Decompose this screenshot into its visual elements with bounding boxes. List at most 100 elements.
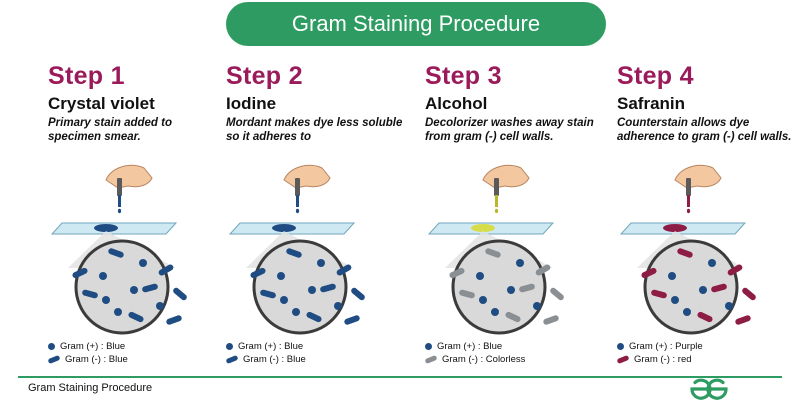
gram-positive-cell [102,296,110,304]
step-4-panel: Step 4 Safranin Counterstain allows dye … [616,58,800,368]
gram-negative-cell [72,267,88,279]
gram-positive-cell [308,286,316,294]
staining-illustration [427,164,564,335]
legend-positive: Gram (+) : Blue [226,341,303,352]
step-description: Decolorizer washes away stain from gram … [425,117,594,143]
gram-positive-cell [699,286,707,294]
gram-positive-marker-icon [425,343,432,350]
step-1-panel: Step 1 Crystal violet Primary stain adde… [47,58,238,368]
step-label: Step 2 [226,62,303,90]
dropper-tube-icon [495,195,498,207]
gram-negative-cell [82,289,98,299]
gram-negative-cell [459,289,475,299]
gram-positive-cell [683,308,691,316]
gram-positive-cell [130,286,138,294]
gram-positive-cell [516,259,524,267]
stain-drop-icon [295,208,300,214]
gram-positive-cell [708,259,716,267]
gram-negative-cell [449,267,465,279]
gram-positive-cell [491,308,499,316]
legend-negative: Gram (-) : Blue [225,354,306,365]
gram-negative-marker-icon [225,354,239,365]
step-2-panel: Step 2 Iodine Mordant makes dye less sol… [225,58,416,368]
gram-negative-cell [336,264,352,276]
legend-negative-label: Gram (-) : red [634,354,692,365]
dropper-tube-icon [687,195,690,207]
footer-title: Gram Staining Procedure [28,382,153,394]
gram-negative-cell [286,248,302,258]
gram-negative-cell [142,283,158,293]
gram-negative-cell [535,264,551,276]
gram-negative-cell [651,289,667,299]
gram-negative-cell [173,287,187,301]
step-description: Primary stain added to specimen smear. [48,117,172,143]
gram-negative-cell [485,248,501,258]
gram-positive-cell [277,272,285,280]
gram-positive-cell [156,302,164,310]
gram-positive-cell [533,302,541,310]
gram-negative-cell [543,315,559,325]
gram-negative-marker-icon [616,354,630,365]
gram-positive-cell [292,308,300,316]
stain-drop-icon [686,208,691,214]
step-description: Mordant makes dye less soluble so it adh… [226,117,403,143]
legend-negative-label: Gram (-) : Blue [65,354,128,365]
gram-negative-cell [711,283,727,293]
dropper-bulb-icon [494,178,499,196]
step-3-panel: Step 3 Alcohol Decolorizer washes away s… [424,58,615,368]
gram-positive-marker-icon [48,343,55,350]
footer-divider [18,376,782,378]
dropper-bulb-icon [117,178,122,196]
legend-positive-label: Gram (+) : Blue [437,341,503,352]
page-title: Gram Staining Procedure [226,2,606,46]
legend-negative: Gram (-) : red [616,354,692,365]
gram-positive-cell [334,302,342,310]
legend-negative: Gram (-) : Blue [47,354,128,365]
gram-negative-cell [351,287,365,301]
gram-negative-cell [158,264,174,276]
reagent-name: Crystal violet [48,94,155,113]
hand-icon [674,164,722,189]
gram-positive-cell [668,272,676,280]
legend-positive: Gram (+) : Purple [617,341,703,352]
gram-positive-cell [507,286,515,294]
staining-illustration [228,164,365,335]
gram-positive-cell [476,272,484,280]
gram-negative-cell [320,283,336,293]
gram-negative-cell [519,283,535,293]
step-description: Counterstain allows dye adherence to gra… [617,117,792,143]
legend-positive-label: Gram (+) : Purple [629,341,703,352]
gram-negative-cell [260,289,276,299]
gram-positive-cell [725,302,733,310]
legend-negative: Gram (-) : Colorless [424,354,526,365]
gram-positive-cell [479,296,487,304]
stain-smear-icon [471,224,495,232]
gram-negative-cell [697,311,713,323]
reagent-name: Iodine [226,94,277,113]
geeksforgeeks-logo-icon [690,378,728,400]
step-label: Step 1 [48,62,125,90]
legend-negative-label: Gram (-) : Colorless [442,354,526,365]
hand-icon [105,164,153,189]
hand-icon [482,164,530,189]
step-label: Step 4 [617,62,694,90]
staining-illustration [50,164,187,335]
legend-positive-label: Gram (+) : Blue [60,341,126,352]
gram-negative-cell [677,248,693,258]
legend-positive: Gram (+) : Blue [425,341,502,352]
stain-smear-icon [663,224,687,232]
dropper-bulb-icon [686,178,691,196]
hand-icon [283,164,331,189]
stain-smear-icon [272,224,296,232]
gram-negative-cell [742,287,756,301]
gram-positive-cell [114,308,122,316]
dropper-bulb-icon [295,178,300,196]
gram-negative-cell [641,267,657,279]
gram-negative-cell [735,315,751,325]
gram-negative-marker-icon [424,354,438,365]
gram-positive-cell [280,296,288,304]
gram-negative-cell [128,311,144,323]
gram-positive-cell [317,259,325,267]
stain-drop-icon [494,208,499,214]
dropper-tube-icon [118,195,121,207]
